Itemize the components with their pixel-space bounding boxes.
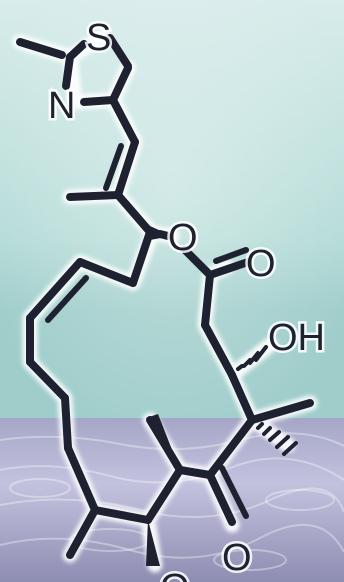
- atom-label-ketone-oxygen: O: [222, 537, 252, 579]
- atom-label-carbonyl-oxygen: O: [246, 243, 276, 285]
- bond-chain-7: [91, 506, 152, 524]
- wedge-methyl-upper: [146, 414, 180, 470]
- bond-cis-double-b: [45, 275, 89, 323]
- bond-gem-methyl-right: [248, 399, 314, 424]
- bond-ketone-b: [219, 465, 249, 519]
- bonds: [16, 34, 314, 559]
- bond-chain-1: [129, 228, 154, 287]
- bond-vinyl-double-a: [114, 138, 139, 199]
- atom-label-hydroxyl: OH: [268, 317, 325, 359]
- bond-chain-10: [206, 416, 256, 479]
- wedge-ester-o: [150, 226, 172, 240]
- bond-ester-double-b: [213, 247, 249, 264]
- bond-chain-9: [176, 466, 214, 479]
- bond-ester-double-a: [206, 258, 252, 279]
- atom-label-nitrogen: N: [48, 85, 75, 127]
- atom-label-sulfur: S: [86, 17, 111, 59]
- bond-methyl-bottom: [66, 506, 99, 559]
- bond-ring-c5-c4: [109, 64, 132, 104]
- bond-chain-2: [76, 258, 137, 287]
- bond-ester-c-o: [181, 246, 214, 279]
- bond-methyl-vinyl: [66, 191, 122, 201]
- bond-cis-double-a: [26, 258, 84, 322]
- floor-ripples: [0, 432, 344, 571]
- bond-chain-5: [61, 394, 72, 452]
- bond-ketone-a: [206, 471, 236, 526]
- bond-chain-12: [201, 321, 236, 379]
- bond-ring-s-c5: [106, 34, 132, 70]
- bond-ring-c4-n: [80, 96, 117, 106]
- bond-vinyl-1: [109, 96, 139, 146]
- bond-methyl-thiazole: [16, 38, 66, 59]
- bond-chain-6: [64, 444, 99, 514]
- bond-chain-13: [201, 271, 214, 329]
- bond-chain-4: [26, 358, 69, 402]
- stereo-wedges: [146, 226, 180, 566]
- stereo-hashes: [236, 345, 298, 456]
- glow: [0, 0, 344, 430]
- atom-label-bottom-oxygen: O: [160, 567, 190, 582]
- wedge-methyl-bottom: [146, 520, 160, 566]
- bond-chain-11: [228, 371, 256, 424]
- bond-chain-8: [144, 466, 184, 524]
- atom-label-ester-oxygen: O: [168, 217, 198, 259]
- bond-chiral-carbon: [114, 191, 154, 236]
- bond-vinyl-double-b: [103, 143, 124, 191]
- bond-ring-n-c2: [62, 53, 74, 90]
